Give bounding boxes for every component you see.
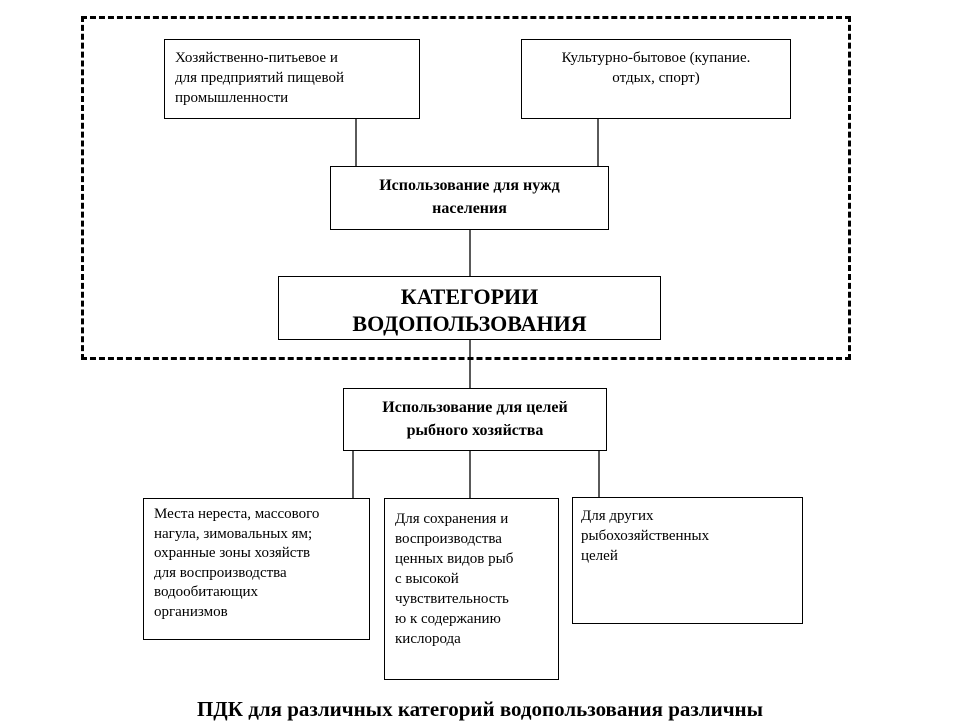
node-other-fishery-line: Для других — [581, 508, 654, 524]
node-valuable-species-line: воспроизводства — [395, 531, 502, 547]
node-categories-line: ВОДОПОЛЬЗОВАНИЯ — [352, 311, 587, 336]
node-categories: КАТЕГОРИИ ВОДОПОЛЬЗОВАНИЯ — [278, 276, 661, 340]
node-fishery-line: Использование для целей — [382, 399, 568, 416]
node-spawning-line: нагула, зимовальных ям; — [154, 525, 313, 542]
node-valuable-species-line: с высокой — [395, 571, 459, 587]
node-population-needs: Использование для нужд населения — [330, 166, 609, 230]
node-spawning-line: водообитающих — [154, 584, 259, 600]
node-water-supply: Хозяйственно-питьевое и для предприятий … — [164, 39, 420, 119]
node-spawning-line: организмов — [154, 603, 228, 620]
node-spawning-line: охранные зоны хозяйств — [154, 545, 311, 561]
node-spawning-line: для воспроизводства — [154, 564, 287, 581]
footer-caption: ПДК для различных категорий водопользова… — [196, 697, 764, 721]
node-other-fishery: Для других рыбохозяйственных целей — [572, 497, 803, 624]
population-use-region — [81, 16, 851, 360]
node-water-supply-line: Хозяйственно-питьевое и — [175, 50, 338, 66]
node-recreation-line: отдых, спорт) — [612, 70, 700, 86]
node-spawning-line: Места нереста, массового — [154, 506, 320, 522]
node-water-supply-line: для предприятий пищевой — [175, 70, 344, 86]
node-water-supply-line: промышленности — [175, 90, 289, 106]
node-fishery-line: рыбного хозяйства — [406, 422, 544, 439]
node-other-fishery-line: целей — [581, 548, 618, 564]
node-valuable-species-line: кислорода — [395, 631, 461, 647]
node-population-needs-line: Использование для нужд — [379, 177, 560, 194]
node-fishery: Использование для целей рыбного хозяйств… — [343, 388, 607, 451]
node-valuable-species-line: Для сохранения и — [395, 511, 509, 527]
node-categories-line: КАТЕГОРИИ — [400, 284, 539, 309]
node-valuable-species-line: чувствительность — [395, 591, 509, 607]
node-valuable-species: Для сохранения и воспроизводства ценных … — [384, 498, 559, 680]
node-spawning: Места нереста, массового нагула, зимовал… — [143, 498, 370, 640]
node-recreation: Культурно-бытовое (купание. отдых, спорт… — [521, 39, 791, 119]
node-population-needs-line: населения — [432, 200, 507, 217]
node-valuable-species-line: ценных видов рыб — [395, 551, 514, 567]
node-valuable-species-line: ю к содержанию — [395, 611, 501, 627]
node-other-fishery-line: рыбохозяйственных — [581, 528, 710, 544]
node-recreation-line: Культурно-бытовое (купание. — [561, 50, 751, 66]
